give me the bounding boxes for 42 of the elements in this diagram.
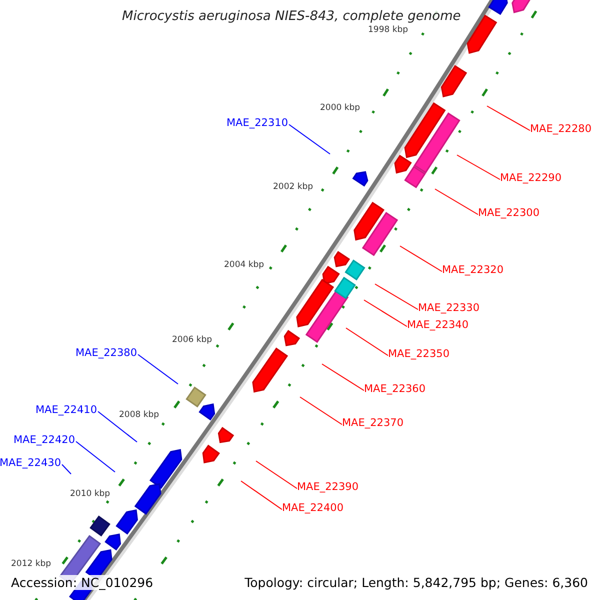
leader-line bbox=[346, 328, 388, 356]
scale-label: 2004 kbp bbox=[224, 260, 264, 270]
gene-label: MAE_22310 bbox=[226, 117, 288, 130]
leader-line bbox=[400, 246, 442, 272]
leader-line bbox=[434, 188, 478, 215]
leader-line bbox=[62, 464, 72, 474]
leader-line bbox=[138, 354, 178, 384]
scale-label: 1998 kbp bbox=[368, 25, 408, 35]
gene-label: MAE_22370 bbox=[342, 417, 404, 430]
gene-label: MAE_22410 bbox=[35, 404, 97, 417]
gene-label: MAE_22390 bbox=[297, 481, 359, 494]
gene-label: MAE_22350 bbox=[388, 348, 450, 361]
gene-label: MAE_22420 bbox=[13, 434, 75, 447]
scale-label: 2008 kbp bbox=[119, 410, 160, 420]
leader-line bbox=[98, 411, 138, 442]
scale-label: 2002 kbp bbox=[273, 182, 314, 192]
gene-label: MAE_22280 bbox=[530, 123, 592, 136]
gene-label: MAE_22400 bbox=[282, 502, 344, 515]
footer-text: Topology: circular; Length: 5,842,795 bp; Genes: 6,360 bbox=[242, 575, 590, 590]
scale-label: 2000 kbp bbox=[320, 103, 360, 113]
gene-label: MAE_22320 bbox=[442, 264, 504, 277]
scale-label: 2010 kbp bbox=[70, 489, 110, 499]
footer-text: Accession: NC_010296 bbox=[9, 575, 156, 590]
gene-label: MAE_22290 bbox=[500, 172, 562, 185]
leader-line bbox=[288, 124, 330, 154]
leader-line bbox=[486, 106, 530, 131]
gene-label: MAE_22300 bbox=[478, 207, 540, 220]
leader-line bbox=[374, 284, 418, 310]
gene-label: MAE_22330 bbox=[418, 302, 480, 315]
gene-label: MAE_22430 bbox=[0, 457, 61, 470]
leader-line bbox=[322, 364, 364, 391]
gene-label: MAE_22360 bbox=[364, 383, 426, 396]
leader-line bbox=[76, 441, 116, 472]
scale-label: 2006 kbp bbox=[172, 335, 212, 345]
leader-line bbox=[256, 460, 298, 489]
gene-label: MAE_22380 bbox=[75, 347, 137, 360]
leader-line bbox=[364, 300, 408, 327]
scale-label: 2012 kbp bbox=[11, 559, 52, 569]
leader-line bbox=[300, 396, 342, 425]
leader-line bbox=[240, 480, 282, 510]
gene-label: MAE_22340 bbox=[407, 319, 469, 332]
leader-line bbox=[456, 154, 500, 180]
